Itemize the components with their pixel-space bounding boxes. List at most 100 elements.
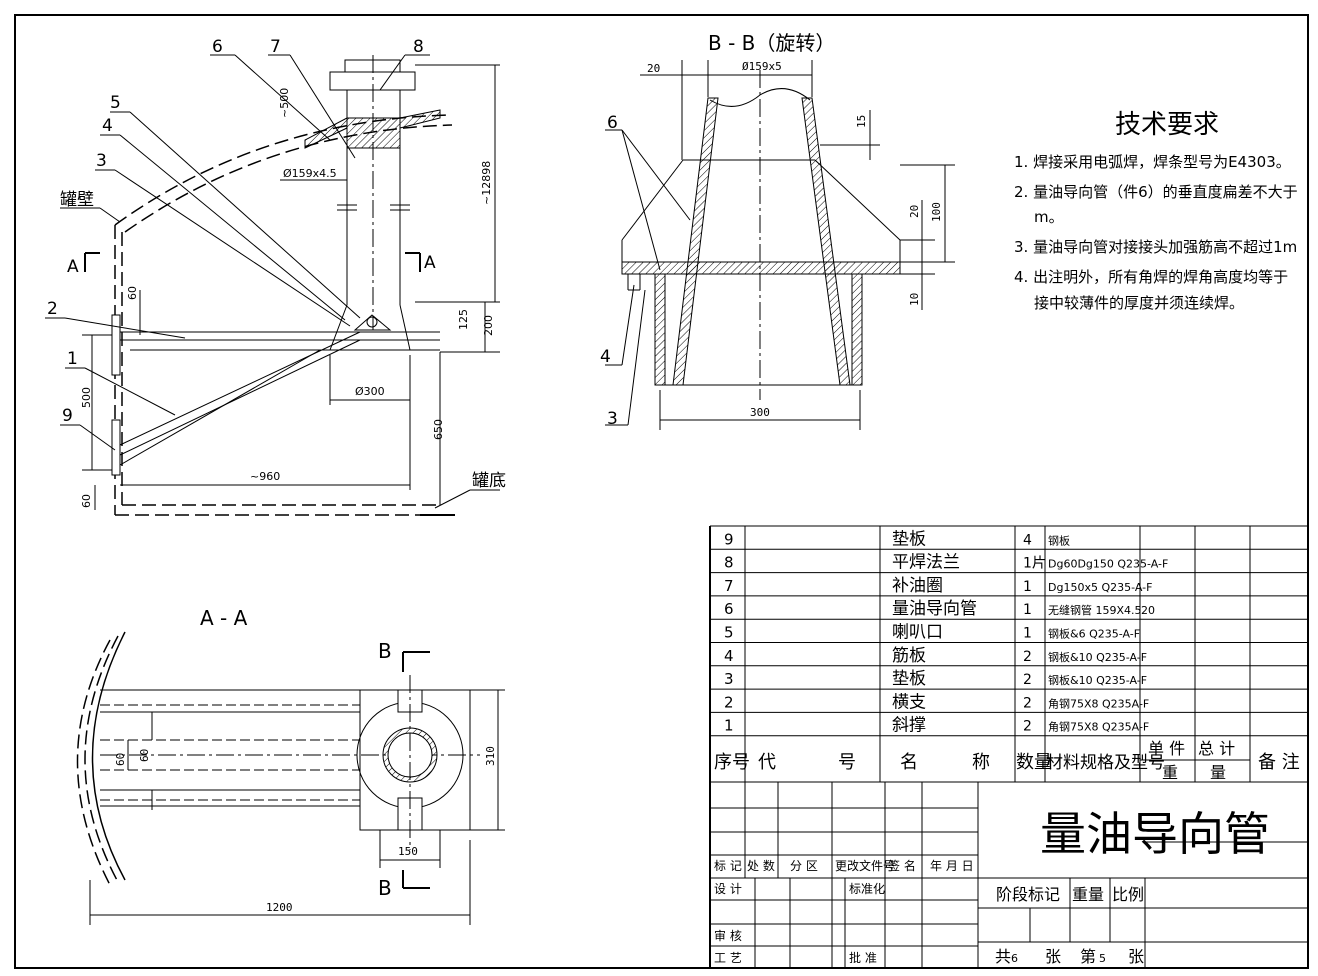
dim-125: 125	[457, 309, 470, 330]
row-qty: 1	[1023, 626, 1032, 642]
parts-list-header: 序号 代 号 名 称 数量 材料规格及型号 单 件 重 总 计 量 备 注	[714, 739, 1300, 782]
row-qty: 1片	[1023, 556, 1046, 572]
row-no: 5	[724, 624, 734, 642]
row-qty: 2	[1023, 672, 1032, 688]
dim-650: 650	[432, 419, 445, 440]
header-no: 序号	[714, 752, 750, 773]
dim-12898: ~12898	[480, 161, 493, 205]
row-spec: 钢板&10 Q235-A-F	[1048, 650, 1147, 664]
row-qty: 2	[1023, 695, 1032, 711]
rev-label-5: 签 名	[888, 858, 916, 873]
standardize-label: 标准化	[849, 882, 885, 896]
section-bb-text: B - B（旋转） 6 4 3 20 Ø159x5 15 20 100 10 3…	[600, 31, 943, 429]
header-unit-b: 重	[1162, 763, 1178, 782]
row-spec: 角钢75X8 Q235A-F	[1048, 697, 1149, 710]
sheet-unit: 张	[1045, 947, 1061, 966]
rev-label-3: 分 区	[790, 859, 818, 873]
section-aa-view	[76, 631, 505, 925]
sheet-no-label: 第	[1080, 947, 1096, 966]
design-label: 设 计	[714, 882, 742, 896]
bb-dim-10: 10	[908, 293, 921, 306]
dim-500-top: ~500	[278, 88, 291, 118]
title-block	[710, 782, 1308, 968]
rev-label-4: 更改文件号	[835, 858, 895, 873]
callout-8: 8	[413, 37, 424, 57]
bb-callout-6: 6	[607, 113, 618, 133]
row-spec: 钢板	[1048, 533, 1070, 547]
bb-dim-20: 20	[647, 62, 660, 75]
row-no: 2	[724, 693, 734, 711]
dim-60-top: 60	[126, 286, 139, 300]
scale-label: 比例	[1112, 885, 1144, 904]
row-name: 喇叭口	[892, 623, 943, 643]
tech-item-2b: m。	[1034, 208, 1064, 226]
title-block-text: 量油导向管 标 记 处 数 分 区 更改文件号 签 名 年 月 日 设 计 标准…	[714, 807, 1270, 966]
callout-5: 5	[110, 93, 121, 113]
aa-dim-60a: 60	[114, 753, 127, 766]
row-no: 1	[724, 717, 734, 735]
aa-dim-150: 150	[398, 845, 418, 858]
section-bb-title: B - B（旋转）	[708, 31, 835, 55]
total-sheets-label: 共	[995, 947, 1011, 966]
row-name: 斜撑	[892, 716, 926, 736]
callout-7: 7	[270, 37, 281, 57]
bb-dim-300: 300	[750, 406, 770, 419]
tech-item-3: 3. 量油导向管对接接头加强筋高不超过1m	[1014, 238, 1297, 256]
sheet-unit2: 张	[1128, 947, 1144, 966]
approve-label: 批 准	[849, 950, 877, 965]
row-no: 7	[724, 577, 734, 595]
bb-dim-100: 100	[930, 202, 943, 222]
rev-label-1: 标 记	[714, 859, 742, 873]
header-qty: 数量	[1016, 752, 1052, 773]
header-code-b: 号	[838, 752, 856, 773]
dim-500-left: 500	[80, 387, 93, 408]
sheet-no: 5	[1099, 952, 1106, 965]
row-no: 4	[724, 647, 734, 665]
callout-9: 9	[62, 406, 73, 426]
tank-wall-label: 罐壁	[60, 190, 94, 210]
callout-4: 4	[102, 116, 113, 136]
header-name-b: 称	[972, 752, 990, 773]
header-name-a: 名	[900, 752, 918, 773]
row-spec: Dg150x5 Q235-A-F	[1048, 581, 1152, 594]
section-aa-title: A - A	[200, 606, 248, 630]
parts-list-table	[709, 525, 1308, 968]
row-spec: 角钢75X8 Q235A-F	[1048, 721, 1149, 734]
bb-dim-15: 15	[855, 115, 868, 128]
bb-callout-3: 3	[607, 409, 618, 429]
row-spec: 钢板&10 Q235-A-F	[1048, 673, 1147, 687]
bb-callout-4: 4	[600, 347, 611, 367]
elevation-view	[45, 54, 500, 516]
rev-label-2: 处 数	[747, 858, 775, 873]
row-qty: 2	[1023, 719, 1032, 735]
dim-60-bottom: 60	[80, 494, 93, 508]
row-spec: Dg60Dg150 Q235-A-F	[1048, 558, 1168, 571]
header-total-a: 总 计	[1198, 739, 1235, 758]
section-mark-a-right: A	[424, 253, 436, 273]
row-no: 9	[724, 530, 734, 548]
aa-dim-310: 310	[484, 746, 497, 766]
tech-item-4b: 接中较薄件的厚度并须连续焊。	[1034, 294, 1244, 312]
stage-label: 阶段标记	[996, 885, 1060, 904]
drawing-title: 量油导向管	[1040, 807, 1270, 861]
header-code-a: 代	[758, 752, 776, 773]
tech-requirements: 技术要求 1. 焊接采用电弧焊，焊条型号为E4303。 2. 量油导向管（件6）…	[1014, 110, 1298, 312]
callout-2: 2	[47, 299, 58, 319]
header-total-b: 量	[1210, 763, 1226, 782]
row-qty: 1	[1023, 602, 1032, 618]
callout-1: 1	[67, 349, 78, 369]
row-name: 筋板	[892, 646, 926, 666]
weight-label: 重量	[1072, 885, 1104, 904]
tank-bottom-label: 罐底	[472, 471, 506, 491]
drawing-frame	[14, 14, 1309, 969]
section-aa-text: A - A B B 60 60 310 150 1200	[114, 606, 497, 914]
row-no: 8	[724, 554, 734, 572]
row-qty: 1	[1023, 579, 1032, 595]
row-name: 补油圈	[892, 576, 943, 596]
rev-label-6: 年 月 日	[930, 859, 974, 873]
process-label: 工 艺	[714, 951, 742, 965]
elevation-view-text: 6 7 8 5 4 3 2 1 9 罐壁 罐底 A A	[47, 37, 506, 491]
row-no: 3	[724, 670, 734, 688]
